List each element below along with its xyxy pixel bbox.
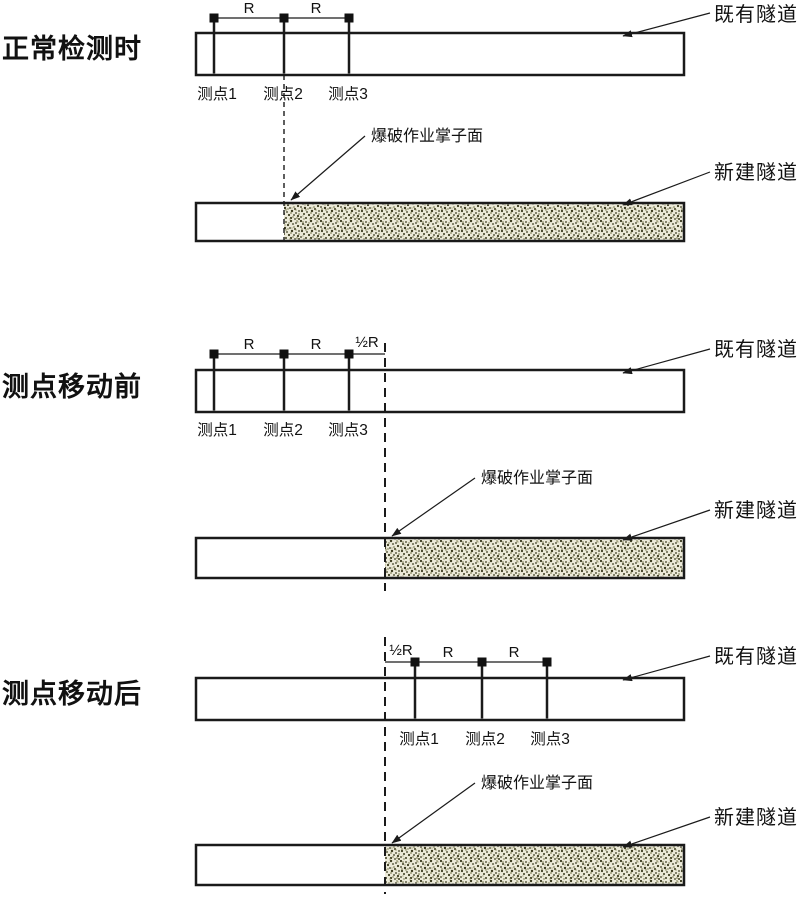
point-label: 测点3 [530, 730, 570, 748]
point-label: 测点2 [465, 730, 505, 748]
dimension-label: R [311, 336, 322, 353]
measurement-point-marker [279, 13, 289, 23]
new-tunnel-label: 新建隧道 [714, 161, 798, 184]
point-label: 测点1 [197, 421, 237, 439]
working-face-label: 爆破作业掌子面 [481, 468, 593, 487]
measurement-point-marker [279, 349, 289, 359]
existing-tunnel-label: 既有隧道 [714, 645, 798, 668]
section-title: 测点移动后 [2, 679, 142, 709]
dimension-label: R [509, 644, 520, 661]
point-label: 测点3 [328, 421, 368, 439]
dimension-label: ½R [355, 334, 379, 351]
existing-tunnel-label: 既有隧道 [714, 3, 798, 26]
new-tunnel-leader [622, 171, 711, 206]
dimension-label: ½R [389, 642, 413, 659]
point-label: 测点2 [263, 421, 303, 439]
working-face-leader [391, 782, 476, 844]
new-tunnel-leader [622, 816, 711, 848]
dimension-label: R [244, 336, 255, 353]
section-before-move: 测点移动前 R R ½R 测点1 测点2 测点3 既有隧道 新建隧道 爆破作业掌… [2, 334, 798, 591]
working-face-leader [290, 135, 366, 201]
point-label: 测点1 [399, 730, 439, 748]
new-tunnel-label: 新建隧道 [714, 806, 798, 829]
new-tunnel-label: 新建隧道 [714, 499, 798, 522]
existing-tunnel-label: 既有隧道 [714, 338, 798, 361]
measurement-point-marker [209, 13, 219, 23]
new-tunnel-leader [622, 509, 711, 541]
dimension-label: R [311, 0, 322, 17]
point-label: 测点1 [197, 85, 237, 103]
excavated-area [385, 539, 683, 577]
measurement-point-marker [209, 349, 219, 359]
dimension-label: R [443, 644, 454, 661]
dimension-label: R [244, 0, 255, 17]
working-face-leader [391, 477, 476, 537]
measurement-point-marker [344, 13, 354, 23]
excavated-area [284, 204, 683, 240]
section-after-move: 测点移动后 ½R R R 测点1 测点2 测点3 既有隧道 新建隧道 爆破作业掌… [2, 637, 798, 894]
existing-tunnel [194, 676, 686, 722]
working-face-label: 爆破作业掌子面 [371, 126, 483, 145]
measurement-point-marker [477, 657, 487, 667]
existing-tunnel [194, 31, 686, 77]
existing-tunnel [194, 368, 686, 414]
point-label: 测点2 [263, 85, 303, 103]
working-face-label: 爆破作业掌子面 [481, 773, 593, 792]
measurement-point-marker [542, 657, 552, 667]
excavated-area [385, 846, 683, 884]
existing-tunnel-leader [622, 655, 711, 682]
measurement-point-marker [410, 657, 420, 667]
point-label: 测点3 [328, 85, 368, 103]
section-normal-detection: 正常检测时 R R 测点1 测点2 测点3 既有隧道 新建隧道 爆破作业掌子面 [2, 0, 798, 243]
measurement-point-marker [344, 349, 354, 359]
section-title: 正常检测时 [2, 33, 142, 64]
existing-tunnel-leader [622, 348, 711, 375]
section-title: 测点移动前 [2, 371, 142, 402]
existing-tunnel-leader [622, 12, 711, 38]
